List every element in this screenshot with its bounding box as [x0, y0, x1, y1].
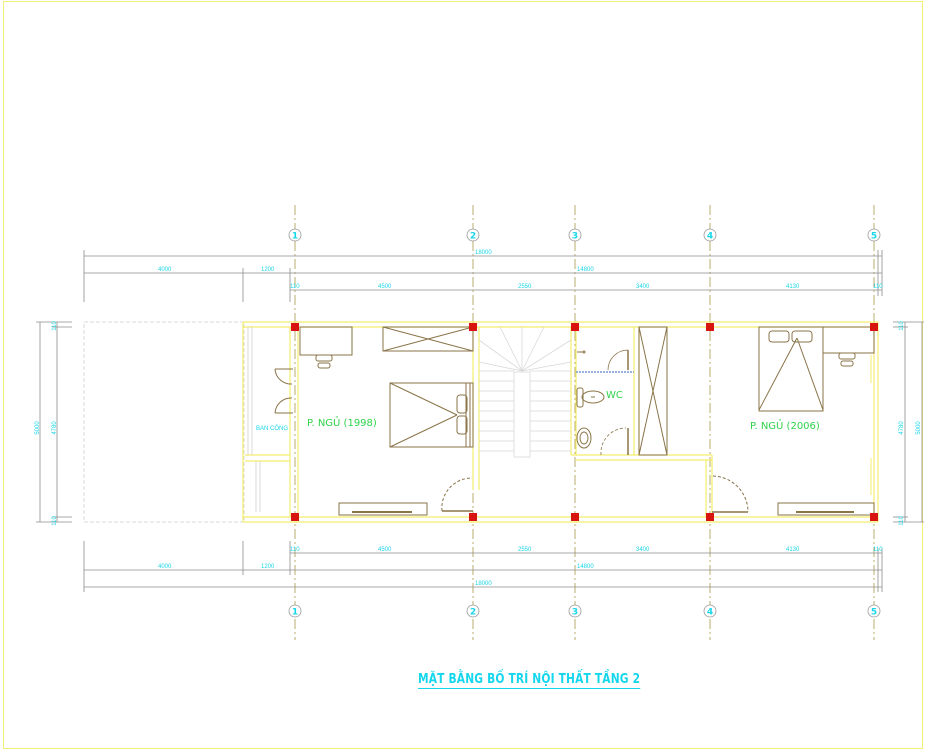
svg-text:14800: 14800	[577, 267, 594, 273]
desk-icon	[822, 326, 875, 367]
svg-text:4: 4	[707, 232, 713, 242]
svg-text:5: 5	[871, 608, 877, 618]
dimension-lines-top	[83, 250, 883, 302]
dimension-text-bottom: 110 4500 2550 3400 4130 110 4000 1200 14…	[158, 547, 883, 587]
axis-bubble-3-bottom: 3	[568, 604, 582, 618]
svg-text:4500: 4500	[378, 284, 392, 290]
bedroom-1-furniture	[299, 326, 474, 516]
svg-text:4000: 4000	[158, 267, 172, 273]
svg-text:4780: 4780	[899, 421, 905, 435]
svg-text:1200: 1200	[261, 267, 275, 273]
door-icon	[441, 477, 473, 512]
svg-text:1: 1	[292, 608, 298, 618]
room-label-bedroom-2: P. NGỦ (2006)	[750, 418, 820, 432]
sink-icon	[576, 427, 592, 449]
dimension-text-right: 4780 5000 110 110	[899, 321, 922, 526]
axis-bubbles-bottom: 1 2 3 4 5	[288, 604, 881, 618]
dimension-lines-left	[36, 321, 72, 523]
svg-text:5: 5	[871, 232, 877, 242]
wardrobe-icon	[382, 326, 474, 352]
axis-bubble-4-bottom: 4	[703, 604, 717, 618]
room-label-bedroom-1: P. NGỦ (1998)	[307, 415, 377, 429]
svg-text:5000: 5000	[916, 421, 922, 435]
bed-icon	[758, 326, 824, 412]
svg-text:1: 1	[292, 232, 298, 242]
svg-text:14800: 14800	[577, 564, 594, 570]
closet-icon	[638, 326, 668, 456]
svg-text:110: 110	[899, 321, 905, 331]
svg-text:110: 110	[52, 321, 58, 331]
dimension-text-left: 5000 4780 110 110	[35, 321, 58, 526]
bedroom-2-furniture	[712, 326, 875, 516]
dimension-lines-right	[893, 321, 924, 523]
svg-text:110: 110	[899, 516, 905, 526]
dimension-lines-bottom	[83, 541, 883, 592]
axis-lines	[294, 205, 875, 640]
axis-bubble-2-bottom: 2	[466, 604, 480, 618]
axis-bubble-5-bottom: 5	[867, 604, 881, 618]
svg-text:110: 110	[52, 516, 58, 526]
room-label-wc: WC	[606, 390, 623, 401]
wc-door-lower-icon	[600, 427, 629, 456]
room-label-balcony: BAN CÔNG	[256, 425, 288, 432]
svg-text:3400: 3400	[636, 547, 650, 553]
svg-text:4500: 4500	[378, 547, 392, 553]
axis-bubble-4-top: 4	[703, 228, 717, 242]
svg-text:3400: 3400	[636, 284, 650, 290]
axis-bubble-1-bottom: 1	[288, 604, 302, 618]
axis-bubble-1-top: 1	[288, 228, 302, 242]
svg-text:110: 110	[873, 284, 883, 290]
bed-icon	[389, 382, 474, 448]
axis-bubble-3-top: 3	[568, 228, 582, 242]
axis-bubbles-top: 1 2 3 4 5	[288, 228, 881, 242]
svg-text:2: 2	[470, 608, 476, 618]
svg-text:4780: 4780	[52, 421, 58, 435]
svg-text:4130: 4130	[786, 284, 800, 290]
svg-text:18000: 18000	[475, 250, 492, 256]
svg-text:110: 110	[290, 284, 300, 290]
svg-text:2550: 2550	[518, 547, 532, 553]
staircase	[478, 326, 572, 458]
svg-text:18000: 18000	[475, 581, 492, 587]
drawing-frame	[3, 1, 923, 749]
svg-text:4: 4	[707, 608, 713, 618]
dimension-text-top: 18000 14800 4000 1200 110 4500 2550 3400…	[158, 250, 883, 290]
desk-icon	[299, 326, 353, 369]
svg-text:2550: 2550	[518, 284, 532, 290]
svg-text:4130: 4130	[786, 547, 800, 553]
svg-text:3: 3	[572, 232, 578, 242]
svg-text:3: 3	[572, 608, 578, 618]
svg-text:4000: 4000	[158, 564, 172, 570]
structural-columns	[291, 323, 878, 521]
balcony-double-door-icon	[274, 368, 293, 414]
axis-bubble-2-top: 2	[466, 228, 480, 242]
svg-text:2: 2	[470, 232, 476, 242]
cabinet-icon	[338, 502, 428, 516]
wc-door-upper-icon	[607, 349, 629, 371]
drawing-title: MẶT BẰNG BỐ TRÍ NỘI THẤT TẦNG 2	[418, 672, 641, 689]
axis-bubble-5-top: 5	[867, 228, 881, 242]
front-terrace-outline	[83, 321, 245, 523]
svg-text:110: 110	[873, 547, 883, 553]
toilet-icon	[576, 387, 605, 408]
svg-text:1200: 1200	[261, 564, 275, 570]
cabinet-icon	[777, 502, 875, 516]
wc-fixtures	[576, 326, 668, 456]
svg-text:5000: 5000	[35, 421, 41, 435]
svg-text:110: 110	[290, 547, 300, 553]
door-icon	[712, 475, 749, 513]
shower-head-icon	[577, 350, 586, 354]
balcony-railing	[247, 327, 261, 512]
